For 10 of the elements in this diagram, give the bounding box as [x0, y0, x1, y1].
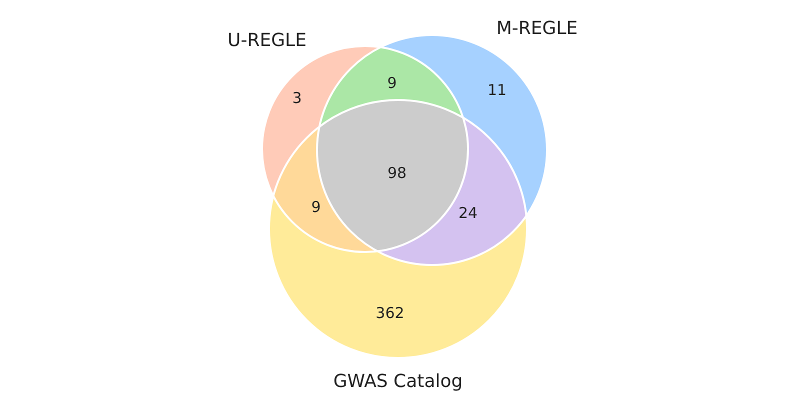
region-count: 98: [387, 164, 407, 182]
region-count: 362: [376, 304, 404, 322]
region-count: 24: [458, 204, 478, 222]
region-count: 3: [292, 89, 302, 107]
region-count: 9: [311, 198, 321, 216]
region-count: 11: [487, 81, 507, 99]
set-label: GWAS Catalog: [333, 371, 463, 392]
region-count: 9: [387, 74, 397, 92]
set-label: M-REGLE: [496, 18, 578, 39]
set-label: U-REGLE: [228, 30, 306, 51]
